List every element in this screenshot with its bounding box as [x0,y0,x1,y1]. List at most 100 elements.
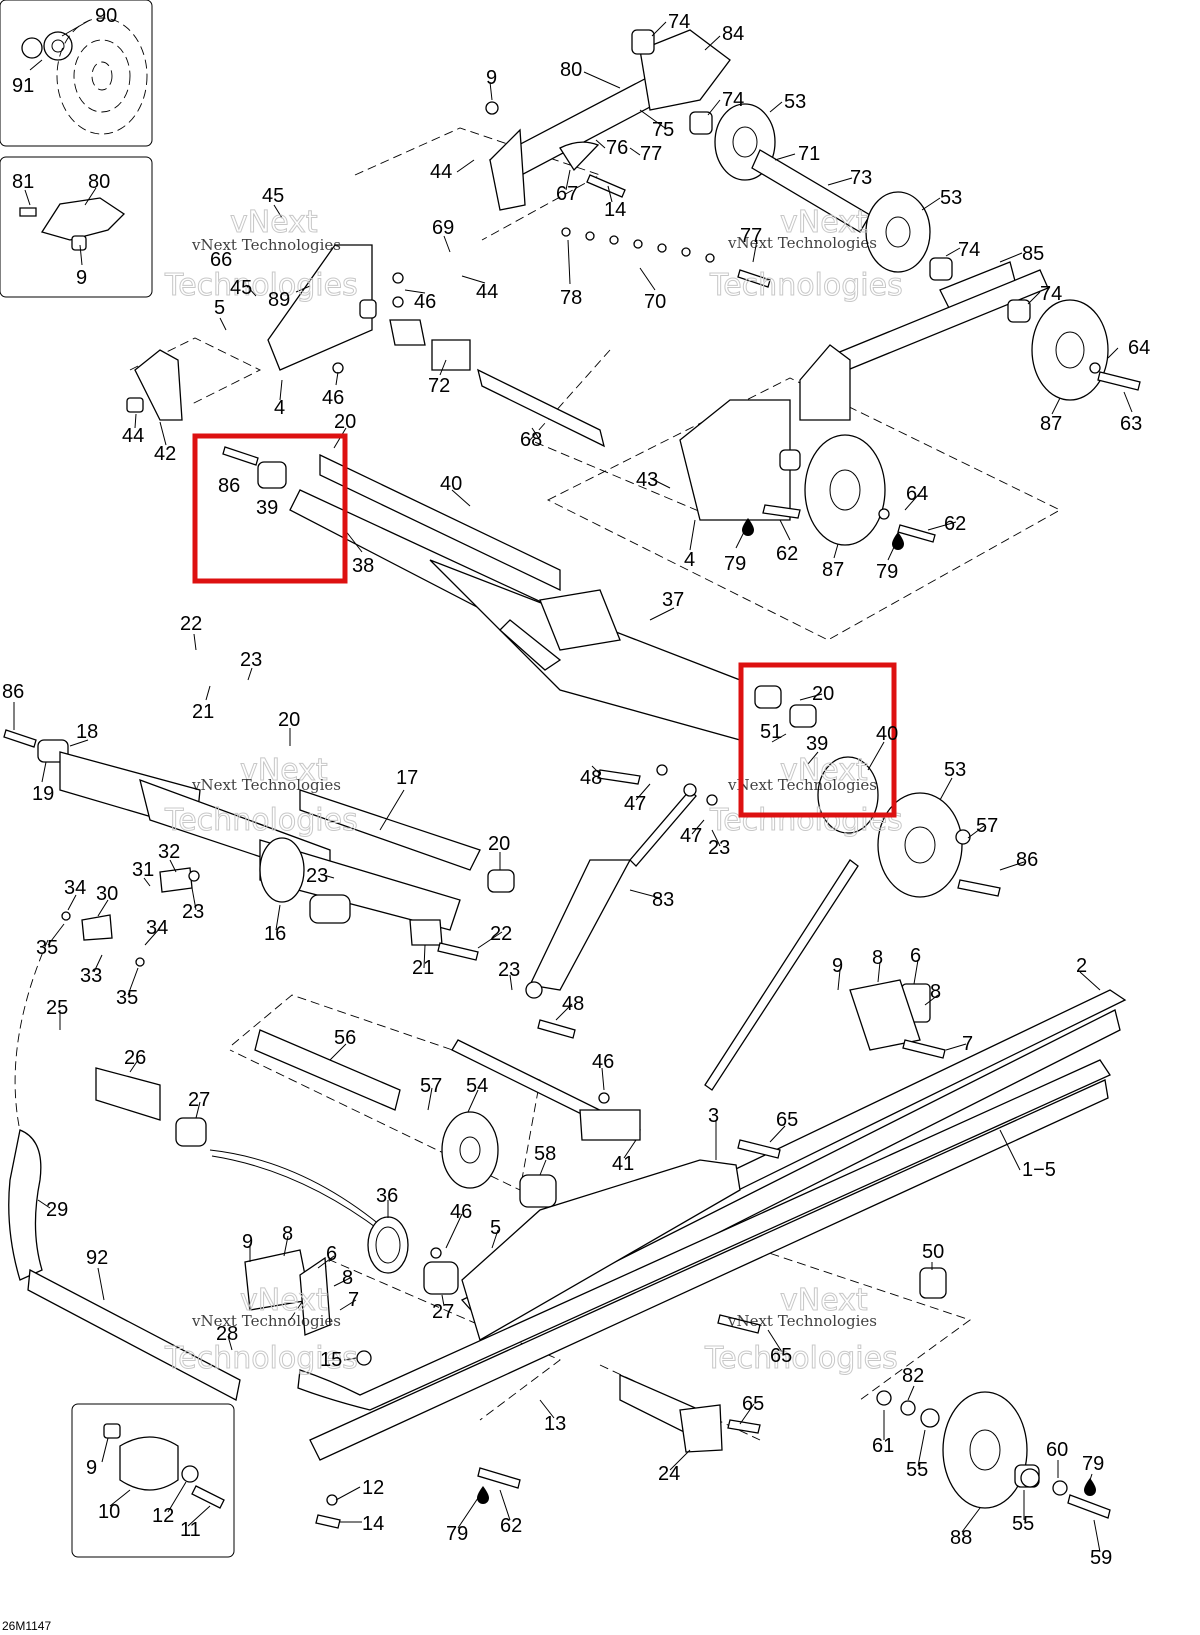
watermark-line1: vNext [240,753,328,788]
callout-label: 87 [822,559,844,581]
callout-label: 44 [430,161,452,183]
callout-label: 57 [976,815,998,837]
callout-label: 24 [658,1463,680,1485]
callout-label: 35 [116,987,138,1009]
callout-label: 53 [940,187,962,209]
callout-label: 78 [560,287,582,309]
callout-label: 55 [906,1459,928,1481]
callout-label: 23 [306,865,328,887]
callout-label: 28 [216,1323,238,1345]
callout-label: 9 [832,955,843,977]
callout-label: 7 [962,1033,973,1055]
callout-label: 26 [124,1047,146,1069]
callout-label: 42 [154,443,176,465]
callout-label: 27 [432,1301,454,1323]
callout-label: 62 [944,513,966,535]
callout-label: 57 [420,1075,442,1097]
callout-label: 9 [242,1231,253,1253]
watermark-line2: Technologies [704,1341,898,1376]
watermark-line2: Technologies [164,803,358,838]
callout-label: 74 [1040,283,1062,305]
callout-label: 82 [902,1365,924,1387]
callout-label: 68 [520,429,542,451]
callout-label: 65 [770,1345,792,1367]
fasteners [3,101,1141,1529]
watermark-line1: vNext [230,205,318,240]
callout-label: 54 [466,1075,488,1097]
callout-label: 38 [352,555,374,577]
callout-label: 9 [76,267,87,289]
callout-label: 37 [662,589,684,611]
callout-label: 18 [76,721,98,743]
callout-label: 44 [476,281,498,303]
callout-label: 15 [320,1349,342,1371]
inset-bearing [0,0,153,147]
callout-label: 92 [86,1247,108,1269]
watermark-line1: vNext [780,753,868,788]
watermark-inline: vNext Technologies [191,1312,341,1330]
callout-label: 91 [12,75,34,97]
inset-roller [71,1403,235,1558]
callout-label: 46 [322,387,344,409]
callout-label: 36 [376,1185,398,1207]
callout-label: 63 [1120,413,1142,435]
callout-label: 59 [1090,1547,1112,1569]
oil-drop-icon [1084,1478,1096,1496]
callout-label: 88 [950,1527,972,1549]
callout-label: 6 [910,945,921,967]
callout-label: 50 [922,1241,944,1263]
callout-label: 23 [708,837,730,859]
callout-label: 55 [1012,1513,1034,1535]
leader-lines [13,19,1133,1553]
callout-label: 72 [428,375,450,397]
callout-label: 20 [812,683,834,705]
callout-label: 39 [256,497,278,519]
callout-label: 60 [1046,1439,1068,1461]
callout-label: 12 [152,1505,174,1527]
callout-label: 23 [182,901,204,923]
callout-label: 51 [760,721,782,743]
callout-label: 33 [80,965,102,987]
callout-label: 12 [362,1477,384,1499]
callout-label: 13 [544,1413,566,1435]
watermark-inline: vNext Technologies [727,234,877,252]
watermark-inline: vNext Technologies [191,236,341,254]
callout-label: 21 [192,701,214,723]
callout-label: 77 [640,143,662,165]
callout-label: 27 [188,1089,210,1111]
callout-label: 44 [122,425,144,447]
watermark-line1: vNext [780,205,868,240]
callout-label: 48 [562,993,584,1015]
callout-label: 35 [36,937,58,959]
callout-label: 1−5 [1022,1159,1056,1181]
callout-label: 84 [722,23,744,45]
callout-label: 20 [278,709,300,731]
callout-label: 7 [348,1289,359,1311]
callout-label: 48 [580,767,602,789]
callout-label: 32 [158,841,180,863]
callout-label: 46 [414,291,436,313]
lower-assembly [8,1029,641,1401]
callout-label: 11 [180,1519,201,1541]
center-frame [257,453,963,1091]
callout-label: 43 [636,469,658,491]
callout-label: 62 [776,543,798,565]
callout-label: 74 [722,89,744,111]
callout-label: 34 [146,917,168,939]
callout-label: 87 [1040,413,1062,435]
watermark-line1: vNext [780,1283,868,1318]
callout-label: 47 [624,793,646,815]
callout-label: 17 [396,767,418,789]
callout-label: 41 [612,1153,634,1175]
inset-bracket [0,156,153,298]
callout-label: 34 [64,877,86,899]
callout-label: 81 [12,171,34,193]
callout-label: 31 [132,859,154,881]
callout-label: 80 [88,171,110,193]
callout-label: 89 [268,289,290,311]
watermarks: vNext Technologies vNext Technologies vN… [164,205,904,1377]
callout-label: 67 [556,183,578,205]
callout-label: 22 [490,923,512,945]
slide-rails [297,979,1127,1509]
callout-label: 29 [46,1199,68,1221]
